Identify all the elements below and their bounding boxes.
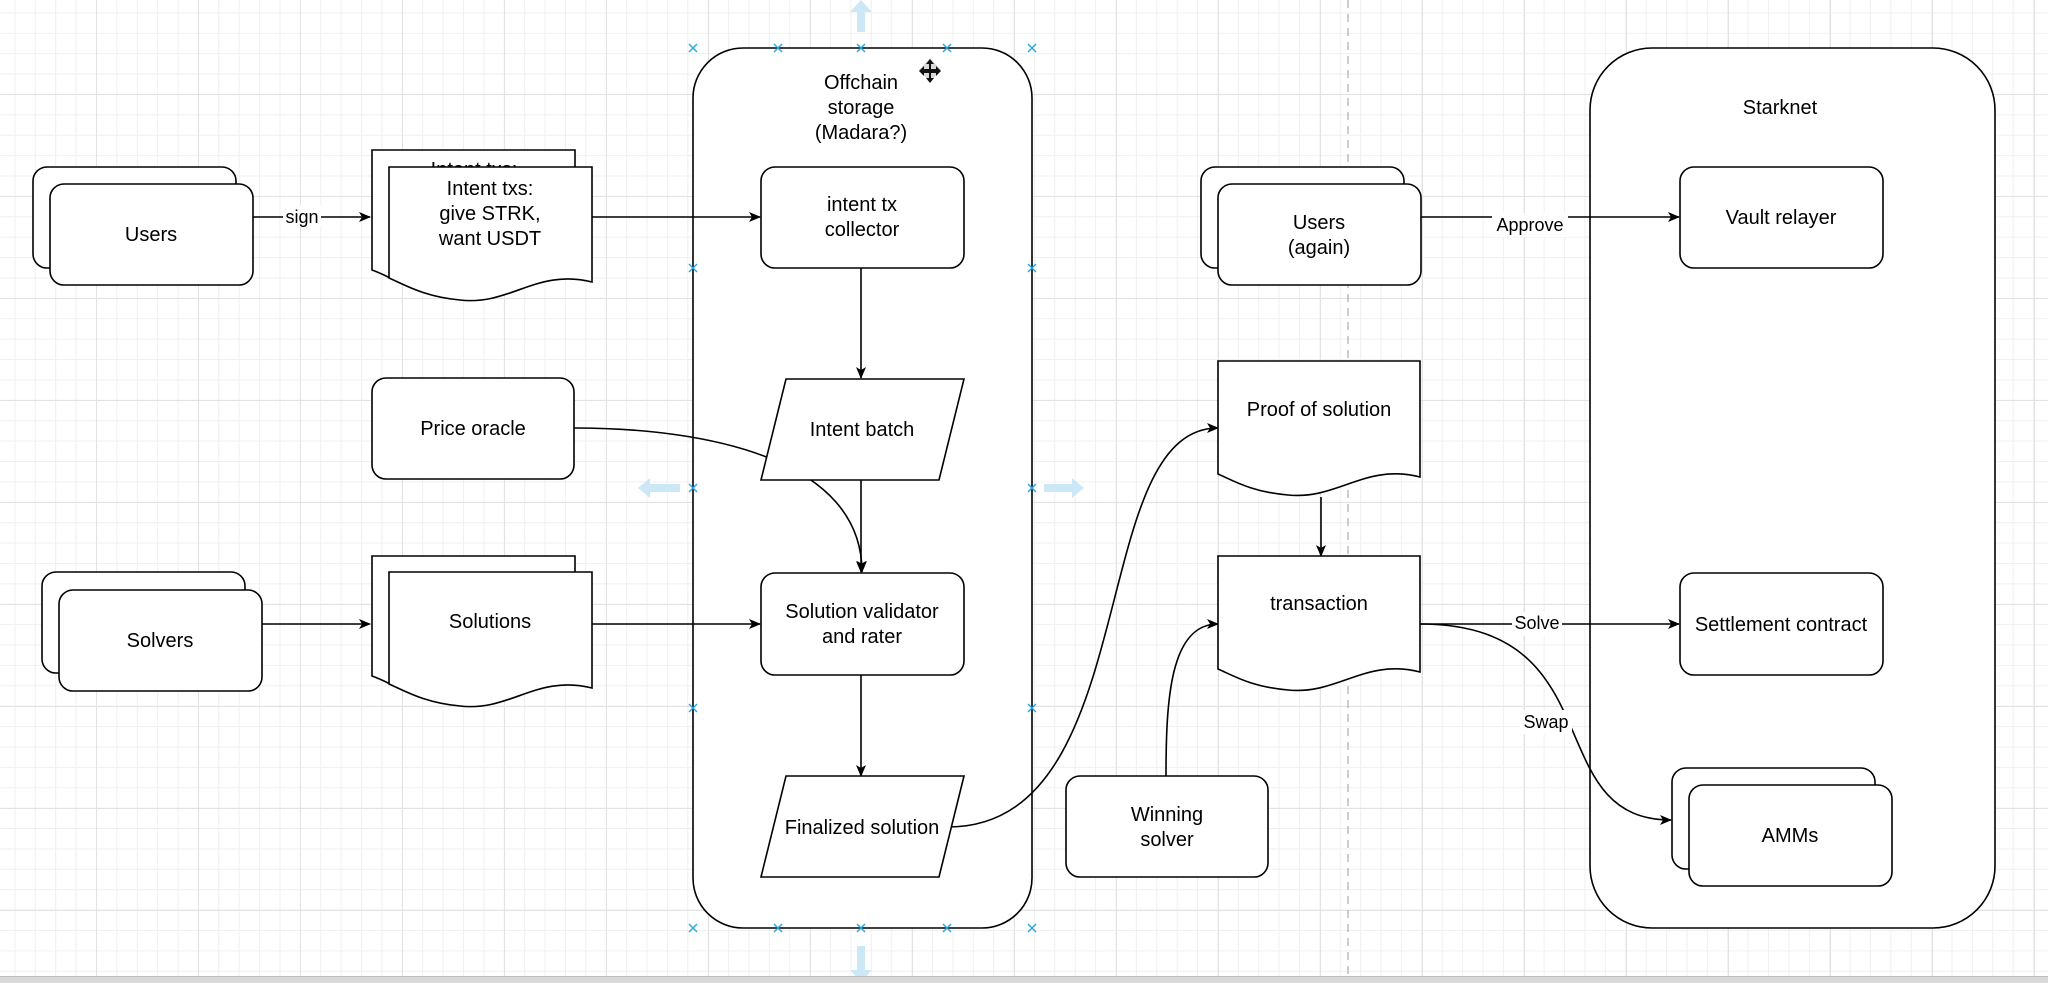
intent-collector-node[interactable]: intent tx collector bbox=[760, 166, 965, 269]
arrow-up-hint-icon[interactable] bbox=[850, 0, 872, 32]
winning-solver-label-2: solver bbox=[1140, 829, 1194, 851]
edge-label-solve: Solve bbox=[1514, 613, 1559, 633]
solvers-label: Solvers bbox=[127, 630, 194, 652]
vault-relayer-label: Vault relayer bbox=[1726, 207, 1837, 229]
settlement-contract-label: Settlement contract bbox=[1695, 614, 1868, 636]
settlement-contract-node[interactable]: Settlement contract bbox=[1679, 572, 1884, 676]
resize-handle-l3 bbox=[688, 703, 698, 713]
edge-label-approve: Approve bbox=[1496, 215, 1563, 235]
users-node[interactable]: Users bbox=[32, 166, 254, 286]
users-again-label-1: Users bbox=[1293, 212, 1345, 234]
resize-handle-b3 bbox=[942, 923, 952, 933]
proof-of-solution-label: Proof of solution bbox=[1247, 399, 1392, 421]
amms-node[interactable]: AMMs bbox=[1671, 767, 1893, 887]
intent-txs-label-2: give STRK, bbox=[439, 203, 540, 225]
edge-label-swap: Swap bbox=[1523, 712, 1568, 732]
transaction-node[interactable]: transaction bbox=[1217, 555, 1421, 692]
edge-finalized-to-proof[interactable] bbox=[947, 423, 1219, 828]
finalized-solution-label: Finalized solution bbox=[785, 817, 940, 839]
edge-label-sign: sign bbox=[285, 207, 318, 227]
arrow-right-hint-icon[interactable] bbox=[1044, 478, 1084, 498]
intent-collector-label-2: collector bbox=[825, 219, 900, 241]
validator-node[interactable]: Solution validator and rater bbox=[760, 572, 965, 676]
resize-handle-l2 bbox=[688, 483, 698, 493]
validator-label-1: Solution validator bbox=[785, 601, 939, 623]
resize-handle-r2 bbox=[1027, 483, 1037, 493]
resize-handle-tr bbox=[1027, 43, 1037, 53]
users-label: Users bbox=[125, 224, 177, 246]
edge-labels: sign Approve Solve Swap bbox=[283, 205, 1572, 734]
bottom-scroll-strip[interactable] bbox=[0, 976, 2048, 983]
vault-relayer-node[interactable]: Vault relayer bbox=[1679, 166, 1884, 269]
resize-handle-br bbox=[1027, 923, 1037, 933]
offchain-storage-label-3: (Madara?) bbox=[815, 122, 907, 144]
users-again-node[interactable]: Users (again) bbox=[1200, 166, 1422, 286]
resize-handle-r1 bbox=[1027, 263, 1037, 273]
validator-label-2: and rater bbox=[822, 626, 902, 648]
solvers-node[interactable]: Solvers bbox=[41, 571, 263, 692]
intent-collector-label-1: intent tx bbox=[827, 194, 897, 216]
resize-handle-r3 bbox=[1027, 703, 1037, 713]
price-oracle-label: Price oracle bbox=[420, 418, 526, 440]
users-again-label-2: (again) bbox=[1288, 237, 1350, 259]
solutions-node[interactable]: Solutions bbox=[371, 555, 593, 708]
price-oracle-node[interactable]: Price oracle bbox=[371, 377, 575, 480]
winning-solver-node[interactable]: Winning solver bbox=[1065, 775, 1269, 878]
resize-handle-b2 bbox=[856, 923, 866, 933]
resize-handle-t2 bbox=[856, 43, 866, 53]
intent-txs-label-3: want USDT bbox=[438, 228, 541, 250]
direction-hints[interactable] bbox=[638, 0, 1084, 982]
intent-txs-label-1: Intent txs: bbox=[447, 178, 534, 200]
offchain-storage-label-1: Offchain bbox=[824, 72, 898, 94]
resize-handle-bl bbox=[688, 923, 698, 933]
resize-handle-l1 bbox=[688, 263, 698, 273]
offchain-storage-label-2: storage bbox=[828, 97, 895, 119]
starknet-label: Starknet bbox=[1743, 97, 1818, 119]
arrow-down-hint-icon[interactable] bbox=[850, 946, 872, 982]
intent-batch-label: Intent batch bbox=[810, 419, 915, 441]
finalized-solution-node[interactable]: Finalized solution bbox=[759, 775, 966, 878]
move-icon[interactable] bbox=[919, 58, 941, 83]
resize-handle-b1 bbox=[773, 923, 783, 933]
resize-handle-t1 bbox=[773, 43, 783, 53]
transaction-label: transaction bbox=[1270, 593, 1368, 615]
resize-handle-t3 bbox=[942, 43, 952, 53]
amms-label: AMMs bbox=[1762, 825, 1819, 847]
intent-txs-node[interactable]: Intent txs: Intent txs: give STRK, want … bbox=[371, 149, 593, 302]
selection-handles[interactable] bbox=[688, 43, 1037, 933]
edge-winning-solver-to-transaction[interactable] bbox=[1165, 619, 1219, 777]
winning-solver-label-1: Winning bbox=[1131, 804, 1203, 826]
intent-batch-node[interactable]: Intent batch bbox=[759, 378, 966, 481]
solutions-label: Solutions bbox=[449, 611, 531, 633]
arrow-left-hint-icon[interactable] bbox=[638, 478, 680, 498]
resize-handle-tl bbox=[688, 43, 698, 53]
proof-of-solution-node[interactable]: Proof of solution bbox=[1217, 360, 1421, 497]
